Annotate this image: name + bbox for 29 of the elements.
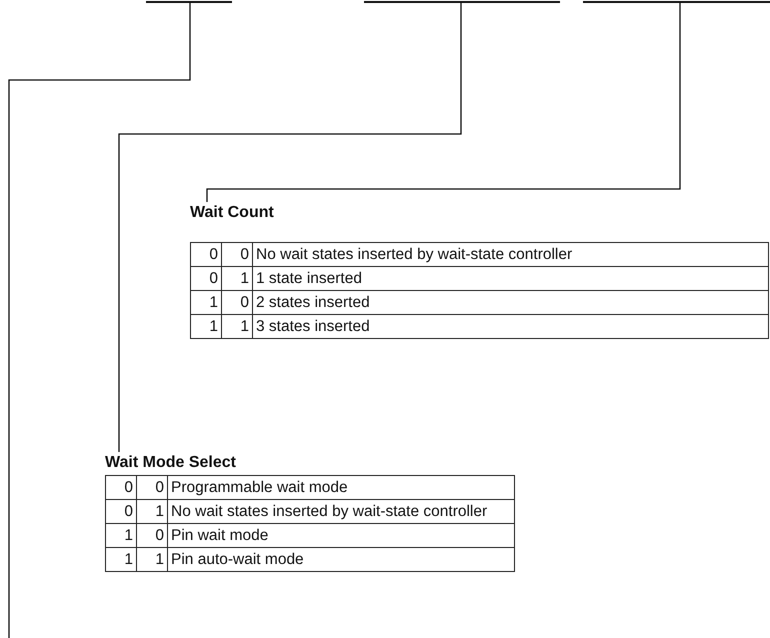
bit-value-cell: 0 — [106, 476, 136, 500]
bit-value-cell: 1 — [190, 290, 222, 314]
bit-value-cell: 1 — [136, 548, 168, 572]
bit-value-cell: 0 — [190, 242, 222, 266]
bit-value-cell: 0 — [136, 524, 168, 548]
description-cell: Pin wait mode — [168, 524, 514, 548]
description-cell: Pin auto-wait mode — [168, 548, 514, 572]
description-cell: 2 states inserted — [252, 290, 768, 314]
leader-line — [206, 3, 681, 202]
table-heading: Wait Mode Select — [105, 454, 236, 472]
description-cell: No wait states inserted by wait-state controller — [168, 500, 514, 524]
bit-value-cell: 1 — [136, 500, 168, 524]
description-cell: 1 state inserted — [252, 266, 768, 290]
bit-value-cell: 1 — [106, 524, 136, 548]
description-cell: Programmable wait mode — [168, 476, 514, 500]
table-heading: Wait Count — [190, 204, 274, 222]
bit-value-cell: 0 — [190, 266, 222, 290]
bit-value-cell: 1 — [222, 266, 252, 290]
leader-line — [8, 3, 191, 638]
bit-value-cell: 1 — [190, 314, 222, 338]
description-cell: No wait states inserted by wait-state controller — [252, 242, 768, 266]
bit-value-cell: 0 — [106, 500, 136, 524]
bit-value-cell: 0 — [136, 476, 168, 500]
description-cell: 3 states inserted — [252, 314, 768, 338]
bit-value-cell: 1 — [222, 314, 252, 338]
bit-value-cell: 1 — [106, 548, 136, 572]
bit-value-cell: 0 — [222, 242, 252, 266]
leader-line — [118, 3, 462, 452]
bit-value-cell: 0 — [222, 290, 252, 314]
